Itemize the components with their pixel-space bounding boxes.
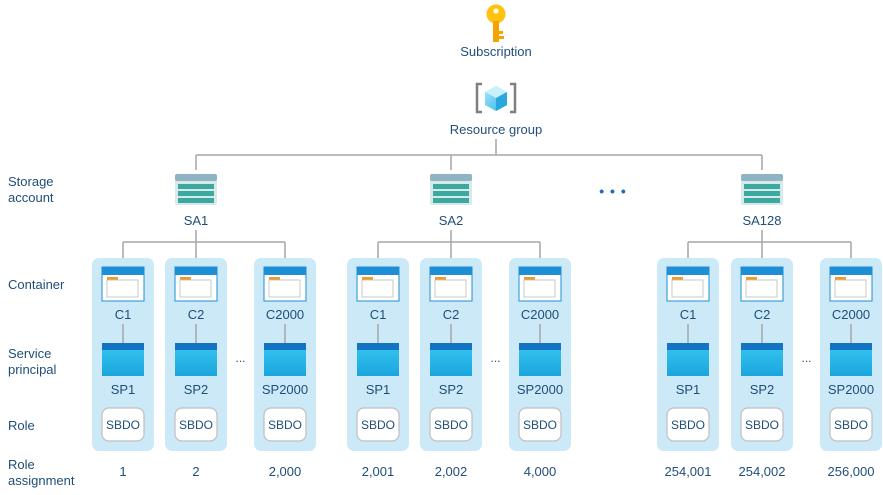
role-label: SBDO bbox=[361, 418, 395, 432]
role-assignment-value: 2,002 bbox=[435, 464, 468, 479]
role-assignment-value: 2,000 bbox=[269, 464, 302, 479]
container-icon bbox=[263, 266, 307, 302]
column-ellipsis: ... bbox=[490, 351, 500, 365]
service-principal-icon bbox=[830, 343, 872, 376]
resource-group-label: Resource group bbox=[450, 122, 543, 137]
service-principal-label: SP2000 bbox=[517, 382, 563, 397]
role-box bbox=[174, 407, 218, 442]
role-assignment-value: 2 bbox=[192, 464, 199, 479]
storage-account-label: SA128 bbox=[742, 213, 781, 228]
service-principal-icon bbox=[357, 343, 399, 376]
service-principal-label: SP1 bbox=[111, 382, 136, 397]
storage-account-label: SA2 bbox=[439, 213, 464, 228]
service-principal-icon bbox=[667, 343, 709, 376]
container-label: C2 bbox=[443, 307, 460, 322]
service-principal-icon bbox=[430, 343, 472, 376]
container-icon bbox=[666, 266, 710, 302]
role-label: SBDO bbox=[268, 418, 302, 432]
resource-group-cube-icon bbox=[475, 82, 517, 114]
role-assignment-value: 2,001 bbox=[362, 464, 395, 479]
service-principal-icon bbox=[102, 343, 144, 376]
role-label: SBDO bbox=[834, 418, 868, 432]
service-principal-icon bbox=[175, 343, 217, 376]
role-assignment-value: 1 bbox=[119, 464, 126, 479]
container-icon bbox=[829, 266, 873, 302]
row-label-container: Container bbox=[8, 277, 65, 292]
container-icon bbox=[429, 266, 473, 302]
role-label: SBDO bbox=[523, 418, 557, 432]
role-box bbox=[263, 407, 307, 442]
container-label: C1 bbox=[680, 307, 697, 322]
service-principal-label: SP2 bbox=[750, 382, 775, 397]
storage-account-icon bbox=[741, 174, 783, 205]
rg-connectors bbox=[195, 139, 763, 170]
key-icon bbox=[486, 4, 506, 42]
container-label: C2000 bbox=[832, 307, 870, 322]
storage-account-icon bbox=[175, 174, 217, 205]
role-label: SBDO bbox=[179, 418, 213, 432]
service-principal-icon bbox=[264, 343, 306, 376]
storage-account-icon bbox=[430, 174, 472, 205]
role-box bbox=[518, 407, 562, 442]
role-label: SBDO bbox=[671, 418, 705, 432]
service-principal-icon bbox=[519, 343, 561, 376]
container-icon bbox=[174, 266, 218, 302]
role-assignment-value: 256,000 bbox=[828, 464, 875, 479]
container-label: C2 bbox=[754, 307, 771, 322]
container-label: C1 bbox=[370, 307, 387, 322]
service-principal-label: SP2000 bbox=[828, 382, 874, 397]
role-box bbox=[356, 407, 400, 442]
container-icon bbox=[101, 266, 145, 302]
storage-account-label: SA1 bbox=[184, 213, 209, 228]
container-label: C2000 bbox=[521, 307, 559, 322]
storage-account-ellipsis: • • • bbox=[599, 183, 626, 199]
container-label: C2000 bbox=[266, 307, 304, 322]
service-principal-label: SP1 bbox=[366, 382, 391, 397]
service-principal-label: SP2 bbox=[184, 382, 209, 397]
column-ellipsis: ... bbox=[235, 351, 245, 365]
role-box bbox=[740, 407, 784, 442]
row-label-service-principal: Service principal bbox=[8, 346, 57, 377]
role-label: SBDO bbox=[434, 418, 468, 432]
role-assignment-value: 254,002 bbox=[739, 464, 786, 479]
container-icon bbox=[356, 266, 400, 302]
service-principal-label: SP2 bbox=[439, 382, 464, 397]
container-icon bbox=[518, 266, 562, 302]
role-label: SBDO bbox=[745, 418, 779, 432]
column-ellipsis: ... bbox=[801, 351, 811, 365]
row-label-storage-account: Storage account bbox=[8, 174, 54, 205]
role-box bbox=[829, 407, 873, 442]
container-icon bbox=[740, 266, 784, 302]
role-box bbox=[429, 407, 473, 442]
role-assignment-value: 254,001 bbox=[665, 464, 712, 479]
role-box bbox=[666, 407, 710, 442]
role-assignment-value: 4,000 bbox=[524, 464, 557, 479]
container-label: C1 bbox=[115, 307, 132, 322]
service-principal-label: SP1 bbox=[676, 382, 701, 397]
row-label-role: Role bbox=[8, 418, 35, 433]
role-box bbox=[101, 407, 145, 442]
service-principal-label: SP2000 bbox=[262, 382, 308, 397]
subscription-label: Subscription bbox=[460, 44, 532, 59]
role-label: SBDO bbox=[106, 418, 140, 432]
service-principal-icon bbox=[741, 343, 783, 376]
row-label-role-assignment: Role assignment bbox=[8, 457, 75, 488]
container-label: C2 bbox=[188, 307, 205, 322]
